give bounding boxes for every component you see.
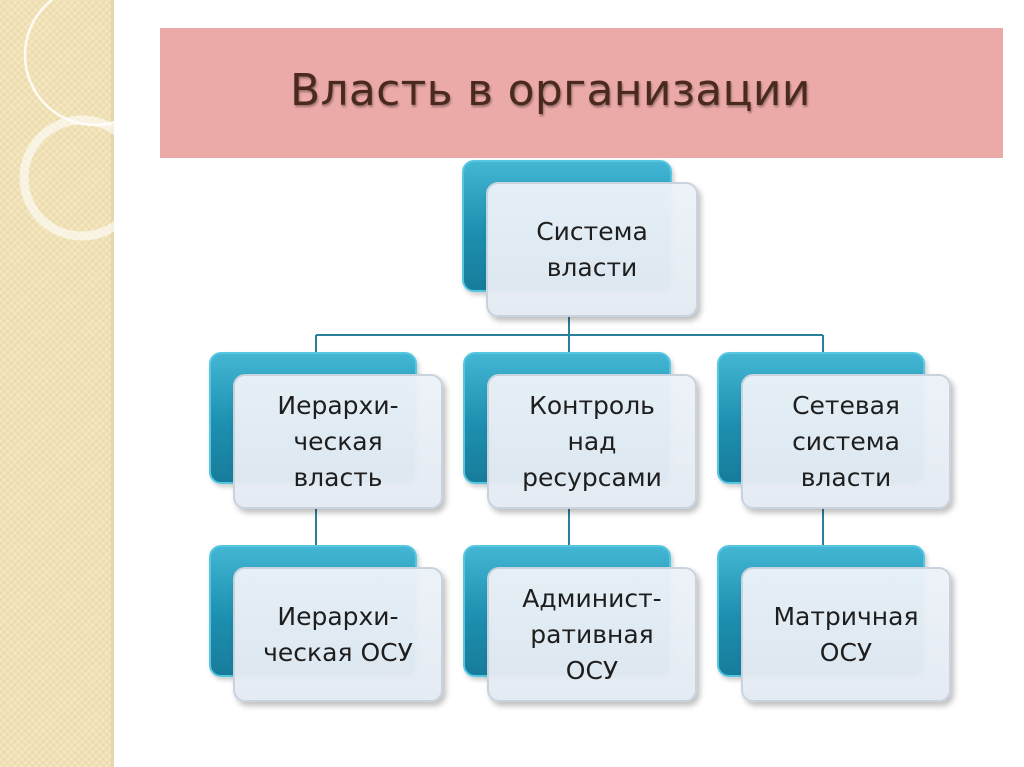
node-face: Админист- ративная ОСУ <box>487 567 697 702</box>
node-face: Иерархи- ческая власть <box>233 374 443 509</box>
node-face: Матричная ОСУ <box>741 567 951 702</box>
page-title: Власть в организации <box>290 65 811 116</box>
node-face: Иерархи- ческая ОСУ <box>233 567 443 702</box>
node-face: Сетевая система власти <box>741 374 951 509</box>
node-face: Система власти <box>486 182 698 317</box>
node-label-administrative-osu: Админист- ративная ОСУ <box>522 583 662 685</box>
node-label-hierarchical-osu: Иерархи- ческая ОСУ <box>263 601 413 667</box>
node-label-network-power: Сетевая система власти <box>792 390 900 492</box>
node-label-hierarchical-power: Иерархи- ческая власть <box>277 390 399 492</box>
ring-small <box>19 115 145 241</box>
node-label-power-system: Система власти <box>536 216 648 282</box>
node-face: Контроль над ресурсами <box>487 374 697 509</box>
title-band <box>160 28 1003 158</box>
decorative-rings <box>19 0 160 241</box>
side-strip-edge <box>111 0 114 767</box>
node-label-matrix-osu: Матричная ОСУ <box>773 601 919 667</box>
node-label-resource-control: Контроль над ресурсами <box>522 390 662 492</box>
